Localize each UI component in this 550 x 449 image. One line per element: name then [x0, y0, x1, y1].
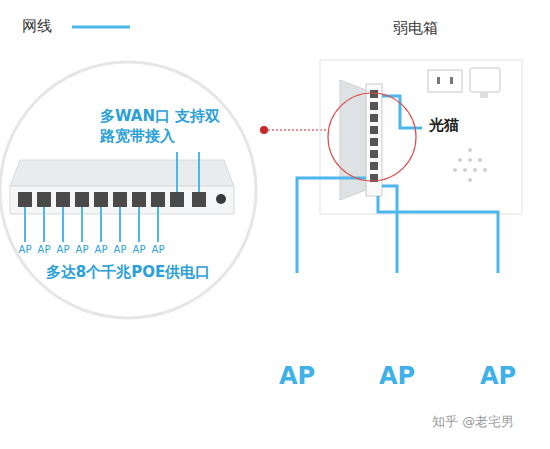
- cable-path: [396, 222, 399, 273]
- ap-disc: [456, 276, 540, 360]
- ap-device: AP: [252, 273, 342, 395]
- switch-side: [340, 80, 366, 200]
- legend-line: [72, 26, 130, 29]
- box-switch-ports: [370, 90, 378, 182]
- poe-switch: [10, 160, 234, 214]
- callout-outline: [0, 62, 256, 318]
- ap-device: AP: [453, 273, 543, 395]
- ap-ring: [267, 288, 327, 348]
- legend-text: 网线: [22, 16, 52, 36]
- node-text: AP: [453, 361, 543, 391]
- modem-vents: [453, 148, 487, 182]
- port-label: AP: [53, 244, 73, 256]
- port-label: AP: [15, 244, 35, 256]
- pointer-line: [268, 130, 328, 131]
- inner-panel: [320, 60, 522, 214]
- cable-line: [397, 222, 398, 273]
- port-label: AP: [110, 244, 130, 256]
- port-label: AP: [91, 244, 111, 256]
- outlet: [428, 68, 500, 98]
- node-text: AP: [352, 361, 442, 391]
- modem-body: [425, 95, 505, 207]
- switch-top: [10, 160, 234, 186]
- box-cables: [312, 96, 498, 222]
- node-text: 光猫: [429, 115, 489, 135]
- port-leaders: [25, 152, 199, 242]
- box-housing: [312, 52, 530, 222]
- cable-path: [497, 222, 500, 273]
- pointer-dot: [260, 126, 268, 134]
- port-label: AP: [148, 244, 168, 256]
- cable-line: [498, 222, 499, 273]
- ap-disc: [255, 276, 339, 360]
- lan-ports: [18, 192, 206, 207]
- box-switch: [366, 84, 382, 196]
- port-label: AP: [129, 244, 149, 256]
- node-text: 弱电箱: [393, 18, 483, 38]
- optical-modem: 光猫: [425, 95, 505, 207]
- highlight-circle: [328, 93, 416, 181]
- port-label: AP: [72, 244, 92, 256]
- node-text: 多WAN口 支持双路宽带接入: [100, 106, 224, 146]
- node-text: 多达8个千兆POE供电口: [40, 262, 216, 282]
- port-label: AP: [34, 244, 54, 256]
- node-text: AP: [252, 361, 342, 391]
- ap-ring: [468, 288, 528, 348]
- ap-ring: [367, 288, 427, 348]
- cable-line: [297, 178, 312, 273]
- ap-device: AP: [352, 273, 442, 395]
- callout-circle: 多WAN口 支持双路宽带接入多达8个千兆POE供电口: [0, 62, 256, 318]
- weak-current-box: 弱电箱光猫: [312, 52, 530, 222]
- cable-path: [297, 178, 312, 273]
- power-jack: [216, 194, 226, 204]
- watermark: 知乎 @老宅男: [432, 414, 542, 430]
- ap-disc: [355, 276, 439, 360]
